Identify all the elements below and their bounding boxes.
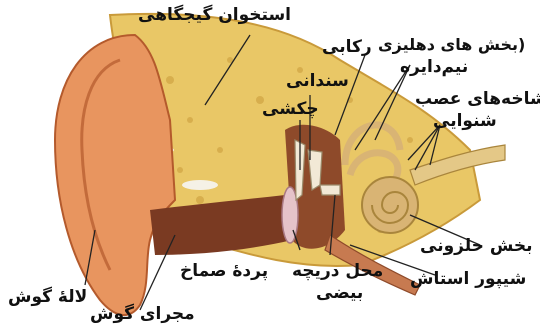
label-stirrup: رکابی xyxy=(322,38,372,57)
label-ear-canal: مجرای گوش xyxy=(90,305,195,324)
label-semicircular: نیم‌دایره xyxy=(400,58,468,77)
label-nerve-line2: شنوایی xyxy=(433,112,497,131)
label-pinna: لالهٔ گوش xyxy=(8,288,87,307)
label-cochlea: بخش حلزونی xyxy=(420,237,533,256)
label-eustachian: شیپور استاش xyxy=(410,270,526,289)
cochlea-shape xyxy=(362,177,418,233)
label-oval-window-line2: بیضی xyxy=(316,284,363,303)
label-nerve-line1: شاخه‌های عصب xyxy=(415,90,540,109)
label-anvil: سندانی xyxy=(286,72,349,91)
label-oval-window-line1: محل دریچه xyxy=(292,262,383,281)
label-temporal-bone: استخوان گیجگاهی xyxy=(138,6,291,25)
label-hammer: چکشی xyxy=(262,100,319,119)
label-vestibular: (بخش های دهلیزی xyxy=(378,36,525,54)
label-eardrum: پردهٔ صماخ xyxy=(180,262,268,281)
